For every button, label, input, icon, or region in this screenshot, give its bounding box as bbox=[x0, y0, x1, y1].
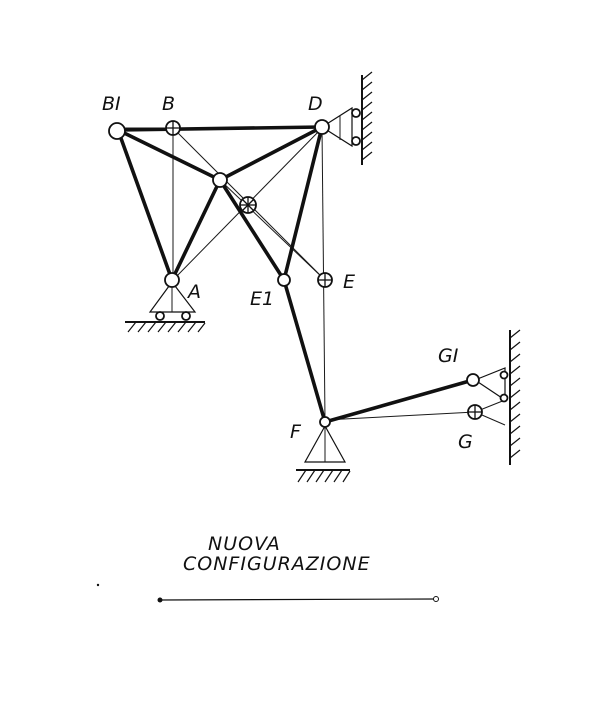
label-b1: BI bbox=[102, 93, 121, 115]
caption: NUOVA CONFIGURAZIONE bbox=[96, 533, 439, 603]
joints bbox=[108, 119, 480, 428]
bar-f-g1 bbox=[323, 378, 475, 424]
new-configuration-bars bbox=[116, 125, 475, 424]
joint-a bbox=[164, 272, 180, 288]
bar-e1-f bbox=[282, 278, 327, 424]
support-d bbox=[320, 71, 373, 165]
bar-c-e1 bbox=[218, 178, 286, 282]
bar-b1-d bbox=[116, 125, 324, 132]
support-f bbox=[296, 424, 351, 483]
original-joints bbox=[165, 120, 483, 420]
bar-b1-a bbox=[116, 128, 174, 282]
caption-line-2: CONFIGURAZIONE bbox=[183, 553, 371, 575]
label-e1: E1 bbox=[250, 288, 274, 310]
scale-line bbox=[159, 598, 437, 601]
bar-c-d bbox=[218, 125, 324, 182]
joint-e-original bbox=[317, 272, 333, 288]
bar-a-c bbox=[170, 178, 222, 282]
label-g: G bbox=[458, 431, 473, 453]
scale-end-right bbox=[433, 596, 439, 602]
joint-d bbox=[314, 119, 330, 135]
joint-b1 bbox=[108, 122, 126, 140]
joint-e1 bbox=[277, 273, 291, 287]
joint-g-original bbox=[467, 404, 483, 420]
label-e: E bbox=[343, 271, 355, 293]
joint-c bbox=[212, 172, 228, 188]
support-a bbox=[125, 280, 206, 333]
bar-b1-c bbox=[116, 128, 222, 182]
line-f-g bbox=[324, 411, 476, 421]
label-f: F bbox=[290, 421, 302, 443]
bar-d-e1 bbox=[282, 125, 324, 282]
stray-dot bbox=[96, 583, 100, 587]
joint-f bbox=[319, 416, 331, 428]
joint-b-original bbox=[165, 120, 181, 136]
scale-end-left bbox=[157, 597, 163, 603]
line-c-e bbox=[219, 179, 326, 281]
joint-c-original bbox=[239, 196, 257, 214]
label-a: A bbox=[186, 281, 201, 303]
support-g bbox=[473, 329, 521, 465]
label-b: B bbox=[162, 93, 175, 115]
joint-g1 bbox=[466, 373, 480, 387]
label-d: D bbox=[308, 93, 323, 115]
node-labels: BI B D A E1 E GI G F bbox=[102, 93, 473, 453]
caption-line-1: NUOVA bbox=[208, 533, 281, 555]
label-g1: GI bbox=[438, 345, 459, 367]
